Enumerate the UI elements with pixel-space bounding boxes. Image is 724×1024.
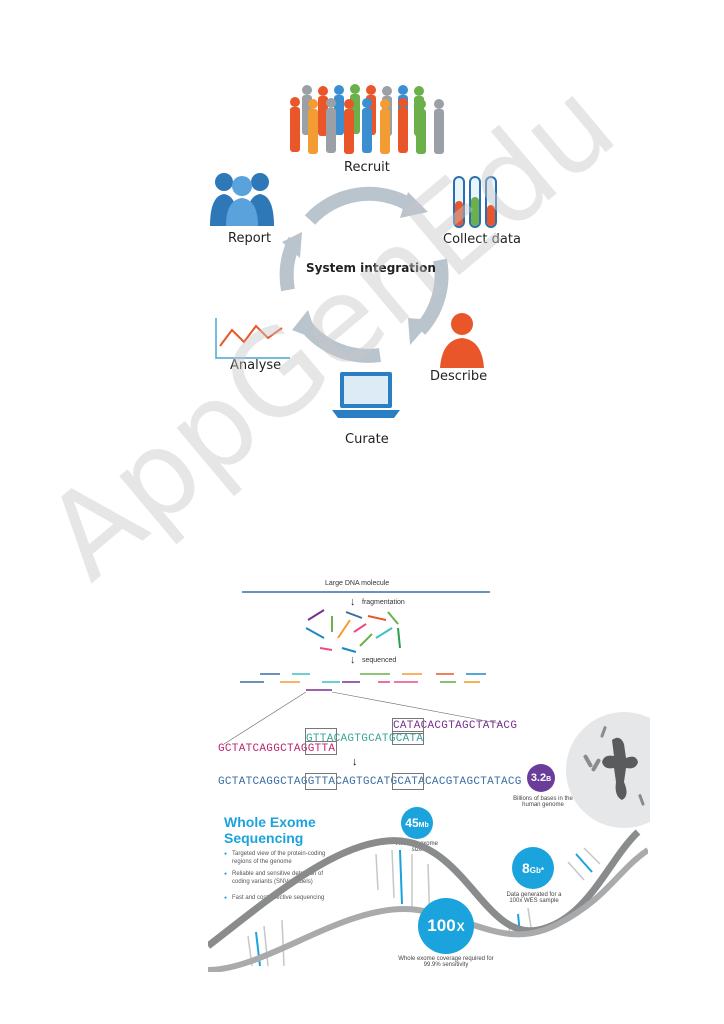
dna-molecule-label: Large DNA molecule [325, 580, 390, 587]
sequenced-arrow: ↓ [350, 654, 356, 666]
assembly-arrow: ↓ [352, 756, 358, 768]
curate-label: Curate [345, 432, 389, 447]
coverage-desc: Whole exome coverage required for 99.9% … [398, 956, 494, 968]
cycle-arrows [279, 186, 449, 363]
genome-size-badge: 3.2B [527, 764, 555, 792]
data-generated-badge: 8Gb* [512, 847, 554, 889]
fragmentation-label: fragmentation [362, 599, 405, 606]
assembled-sequence: GCTATCAGGCTAGGTTACAGTGCATGCATACACGTAGCTA… [218, 776, 522, 788]
fragmentation-arrow: ↓ [350, 596, 356, 608]
person-icon [440, 313, 484, 368]
report-label: Report [228, 231, 272, 246]
data-generated-desc: Data generated for a 100x WES sample [506, 892, 562, 904]
genome-size-desc: Billions of bases in the human genome [513, 796, 573, 808]
exome-size-badge: 45Mb [401, 807, 433, 839]
overlap-box [392, 773, 424, 790]
overlap-box [392, 718, 424, 734]
wes-bullet: Fast and cost effective sequencing [224, 894, 352, 902]
line-graph-icon [215, 318, 290, 359]
sequenced-label: sequenced [362, 657, 397, 664]
system-integration-label: System integration [306, 261, 436, 275]
read-two: GTTACAGTGCATGCATA [306, 733, 424, 745]
recruit-label: Recruit [344, 160, 390, 175]
dna-fragments [305, 609, 401, 653]
wes-title-line1: Whole Exome [224, 814, 316, 830]
chromosome-bubble [566, 712, 650, 828]
crowd-icon [290, 84, 444, 154]
collect-data-label: Collect data [443, 232, 521, 247]
overlap-box [392, 731, 424, 745]
test-tubes-icon [453, 176, 497, 228]
coverage-badge: 100X [418, 898, 474, 954]
overlap-box [305, 773, 337, 790]
wes-bullet: Reliable and sensitive detection of codi… [224, 870, 332, 886]
laptop-icon [332, 372, 400, 418]
wes-bullet: Targeted view of the protein-coding regi… [224, 850, 328, 866]
overlap-box [305, 728, 337, 742]
wes-title-line2: Sequencing [224, 830, 304, 846]
analyse-label: Analyse [230, 358, 282, 373]
dna-molecule-line [242, 591, 490, 593]
sequenced-reads [240, 673, 486, 691]
describe-label: Describe [430, 369, 488, 384]
overlap-box [305, 741, 337, 755]
team-icon [210, 173, 274, 226]
dna-helix [208, 829, 648, 972]
zoom-lines [223, 691, 503, 745]
